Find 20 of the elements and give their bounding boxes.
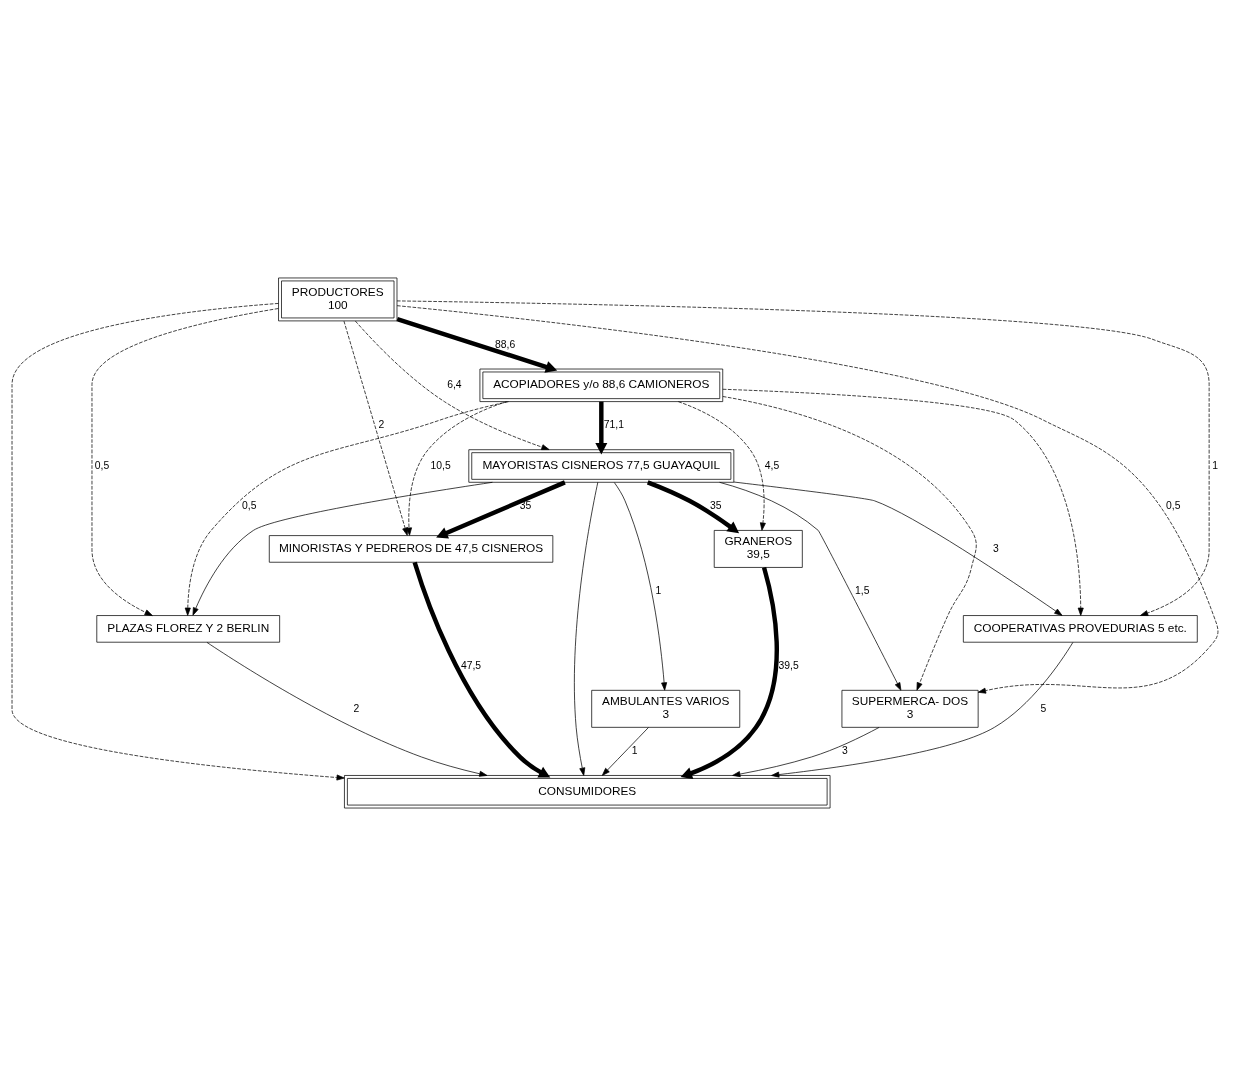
edge-label: 2 [378, 419, 385, 431]
edge-label: 71,1 [603, 419, 624, 431]
edge-label: 3 [842, 745, 848, 757]
edge-label: 3 [993, 542, 999, 554]
edge-label: 1,5 [855, 585, 870, 597]
edge-label: 10,5 [430, 459, 451, 471]
edge-label: 1 [1212, 459, 1218, 471]
edge-label: 4,5 [764, 459, 780, 471]
edge-label: 0,5 [242, 500, 257, 512]
edge-label: 1 [631, 745, 638, 757]
edge-label: 2 [353, 702, 360, 714]
edge-label: 47,5 [460, 660, 482, 671]
edge-label: 0,5 [94, 459, 110, 471]
edge-label: 6,4 [447, 379, 462, 391]
edge-label: 5 [1040, 702, 1047, 714]
edge-label: 1 [655, 585, 662, 597]
edge-label: 39,5 [778, 660, 799, 671]
edge-label: 0,5 [1166, 500, 1181, 512]
edge-label: 35 [709, 500, 722, 512]
edge-label: 88,6 [494, 338, 516, 350]
